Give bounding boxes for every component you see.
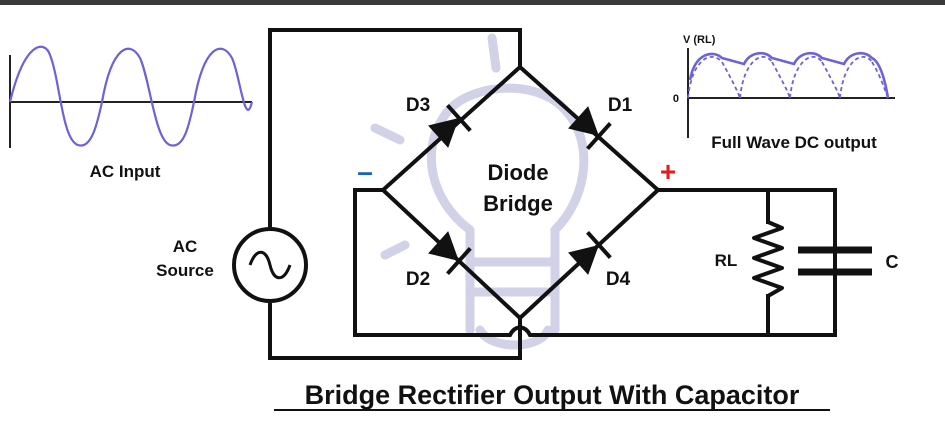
diode-d1-label: D1 (608, 95, 633, 116)
top-border (0, 0, 945, 5)
ac-input-waveform (8, 45, 254, 148)
positive-terminal-label: + (660, 156, 676, 187)
diode-bridge-label-line1: Diode (487, 160, 548, 185)
diode-d3-label: D3 (406, 95, 430, 116)
capacitor-icon (798, 246, 872, 276)
diode-d2-icon (428, 231, 472, 276)
diode-d1-icon (568, 106, 612, 151)
diode-d4-icon (568, 230, 612, 275)
ac-source-icon (232, 227, 308, 303)
diode-d4-label: D4 (606, 269, 631, 290)
output-graph-y-label: V (RL) (683, 34, 716, 46)
diode-d2-label: D2 (406, 269, 430, 290)
diode-d3-icon (428, 103, 472, 148)
output-graph-caption: Full Wave DC output (711, 133, 877, 152)
ac-source-label-line1: AC (173, 237, 198, 256)
diagram-title: Bridge Rectifier Output With Capacitor (305, 380, 800, 410)
resistor-icon (752, 220, 784, 298)
ac-source-label-line2: Source (156, 261, 214, 280)
output-graph-zero-label: 0 (673, 93, 679, 105)
negative-terminal-label: – (357, 156, 373, 187)
capacitor-label: C (886, 252, 899, 272)
resistor-label: RL (715, 251, 738, 270)
output-waveform-graph (687, 48, 895, 138)
diode-bridge-label-line2: Bridge (483, 191, 553, 216)
circuit-wires (268, 28, 837, 360)
ac-input-label: AC Input (90, 162, 161, 181)
